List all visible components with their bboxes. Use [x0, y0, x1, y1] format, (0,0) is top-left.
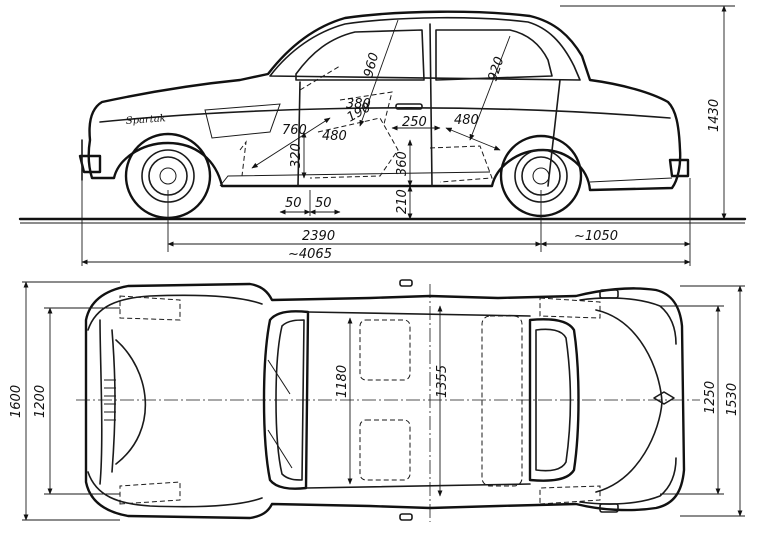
front-fender-dashed-right [119, 481, 181, 505]
car-body-side-outline [87, 10, 682, 192]
pedal-dashed [239, 140, 247, 177]
dim-label-960: 960 [361, 51, 382, 79]
door-handle [395, 103, 423, 110]
front-panel-left [99, 319, 103, 485]
rear-left-fender [579, 297, 677, 345]
dim-label-1200: 1200 [33, 385, 48, 418]
dim-label-480b: 480 [454, 113, 479, 128]
front-fender-dashed-left [119, 295, 181, 321]
dim-label-320: 320 [289, 143, 304, 168]
rear-window [528, 318, 580, 482]
left-wiper [267, 359, 291, 395]
top-view: 1600 1200 1180 1355 1250 1530 [9, 279, 745, 522]
sill-line [219, 171, 491, 187]
right-taillight [599, 503, 619, 513]
rear-bumper [668, 158, 690, 178]
steering-column-dashed [299, 65, 341, 91]
dim-label-50b: 50 [315, 196, 332, 211]
rear-right-fender [579, 457, 677, 505]
bottom-antenna-mount [399, 513, 413, 521]
rear-seat-dashed [429, 145, 493, 183]
front-side-window [295, 29, 425, 81]
belt-trim-line [99, 107, 671, 123]
dim-label-2390: 2390 [302, 229, 335, 244]
roof-edges [305, 311, 531, 489]
dim-line-960 [359, 19, 399, 127]
dim-label-1430: 1430 [707, 99, 722, 132]
rear-fender-dashed-left [539, 297, 601, 319]
side-window-frame [269, 16, 581, 81]
front-seat-dashed [309, 117, 399, 179]
rear-bench-dashed [481, 315, 523, 487]
front-seat-right-dashed [359, 419, 411, 481]
hood-contour [115, 339, 147, 465]
dim-label-1600: 1600 [9, 385, 24, 418]
dim-line-480b [445, 127, 501, 151]
front-left-fender [87, 294, 263, 331]
rear-window-inner [535, 328, 572, 472]
b-pillar-door-line [429, 23, 433, 187]
front-seatback-dashed [339, 91, 393, 125]
rear-emblem [653, 391, 675, 405]
dim-label-1180: 1180 [335, 365, 350, 398]
trunk-lid [595, 309, 663, 493]
dim-label-920: 920 [486, 55, 508, 83]
dim-label-210: 210 [395, 189, 410, 214]
dim-label-250: 250 [402, 115, 427, 130]
dim-label-50a: 50 [285, 196, 302, 211]
dim-label-760: 760 [282, 123, 307, 138]
dim-label-1050: ~1050 [574, 229, 618, 244]
left-taillight [599, 289, 619, 299]
right-wiper [267, 429, 293, 469]
dim-label-1530: 1530 [725, 383, 740, 416]
windshield-inner [275, 319, 305, 481]
front-grille [104, 379, 116, 421]
dim-label-380: 380 [346, 97, 371, 112]
dim-label-1250: 1250 [703, 381, 718, 414]
rear-door-line [547, 79, 561, 187]
rear-sill-line [589, 177, 673, 183]
side-trim-panel [204, 103, 281, 139]
dim-label-4065: ~4065 [288, 247, 332, 262]
hood-crease [111, 329, 116, 473]
dim-label-480a: 480 [322, 129, 347, 144]
dim-line-920 [469, 35, 511, 141]
top-antenna-mount [399, 279, 413, 287]
brand-script: Spartak [125, 113, 166, 127]
front-seat-left-dashed [359, 319, 411, 381]
car-body-top-outline [84, 282, 686, 520]
windshield [262, 310, 310, 490]
front-right-fender [87, 471, 263, 508]
side-view: Spartak 960 920 380 190 480 760 250 480 … [18, 5, 747, 266]
dim-line-760 [251, 117, 331, 169]
rear-fender-dashed-right [539, 485, 601, 505]
dim-label-1355: 1355 [435, 365, 450, 398]
rear-side-window [435, 29, 553, 81]
dim-label-360: 360 [395, 151, 410, 176]
